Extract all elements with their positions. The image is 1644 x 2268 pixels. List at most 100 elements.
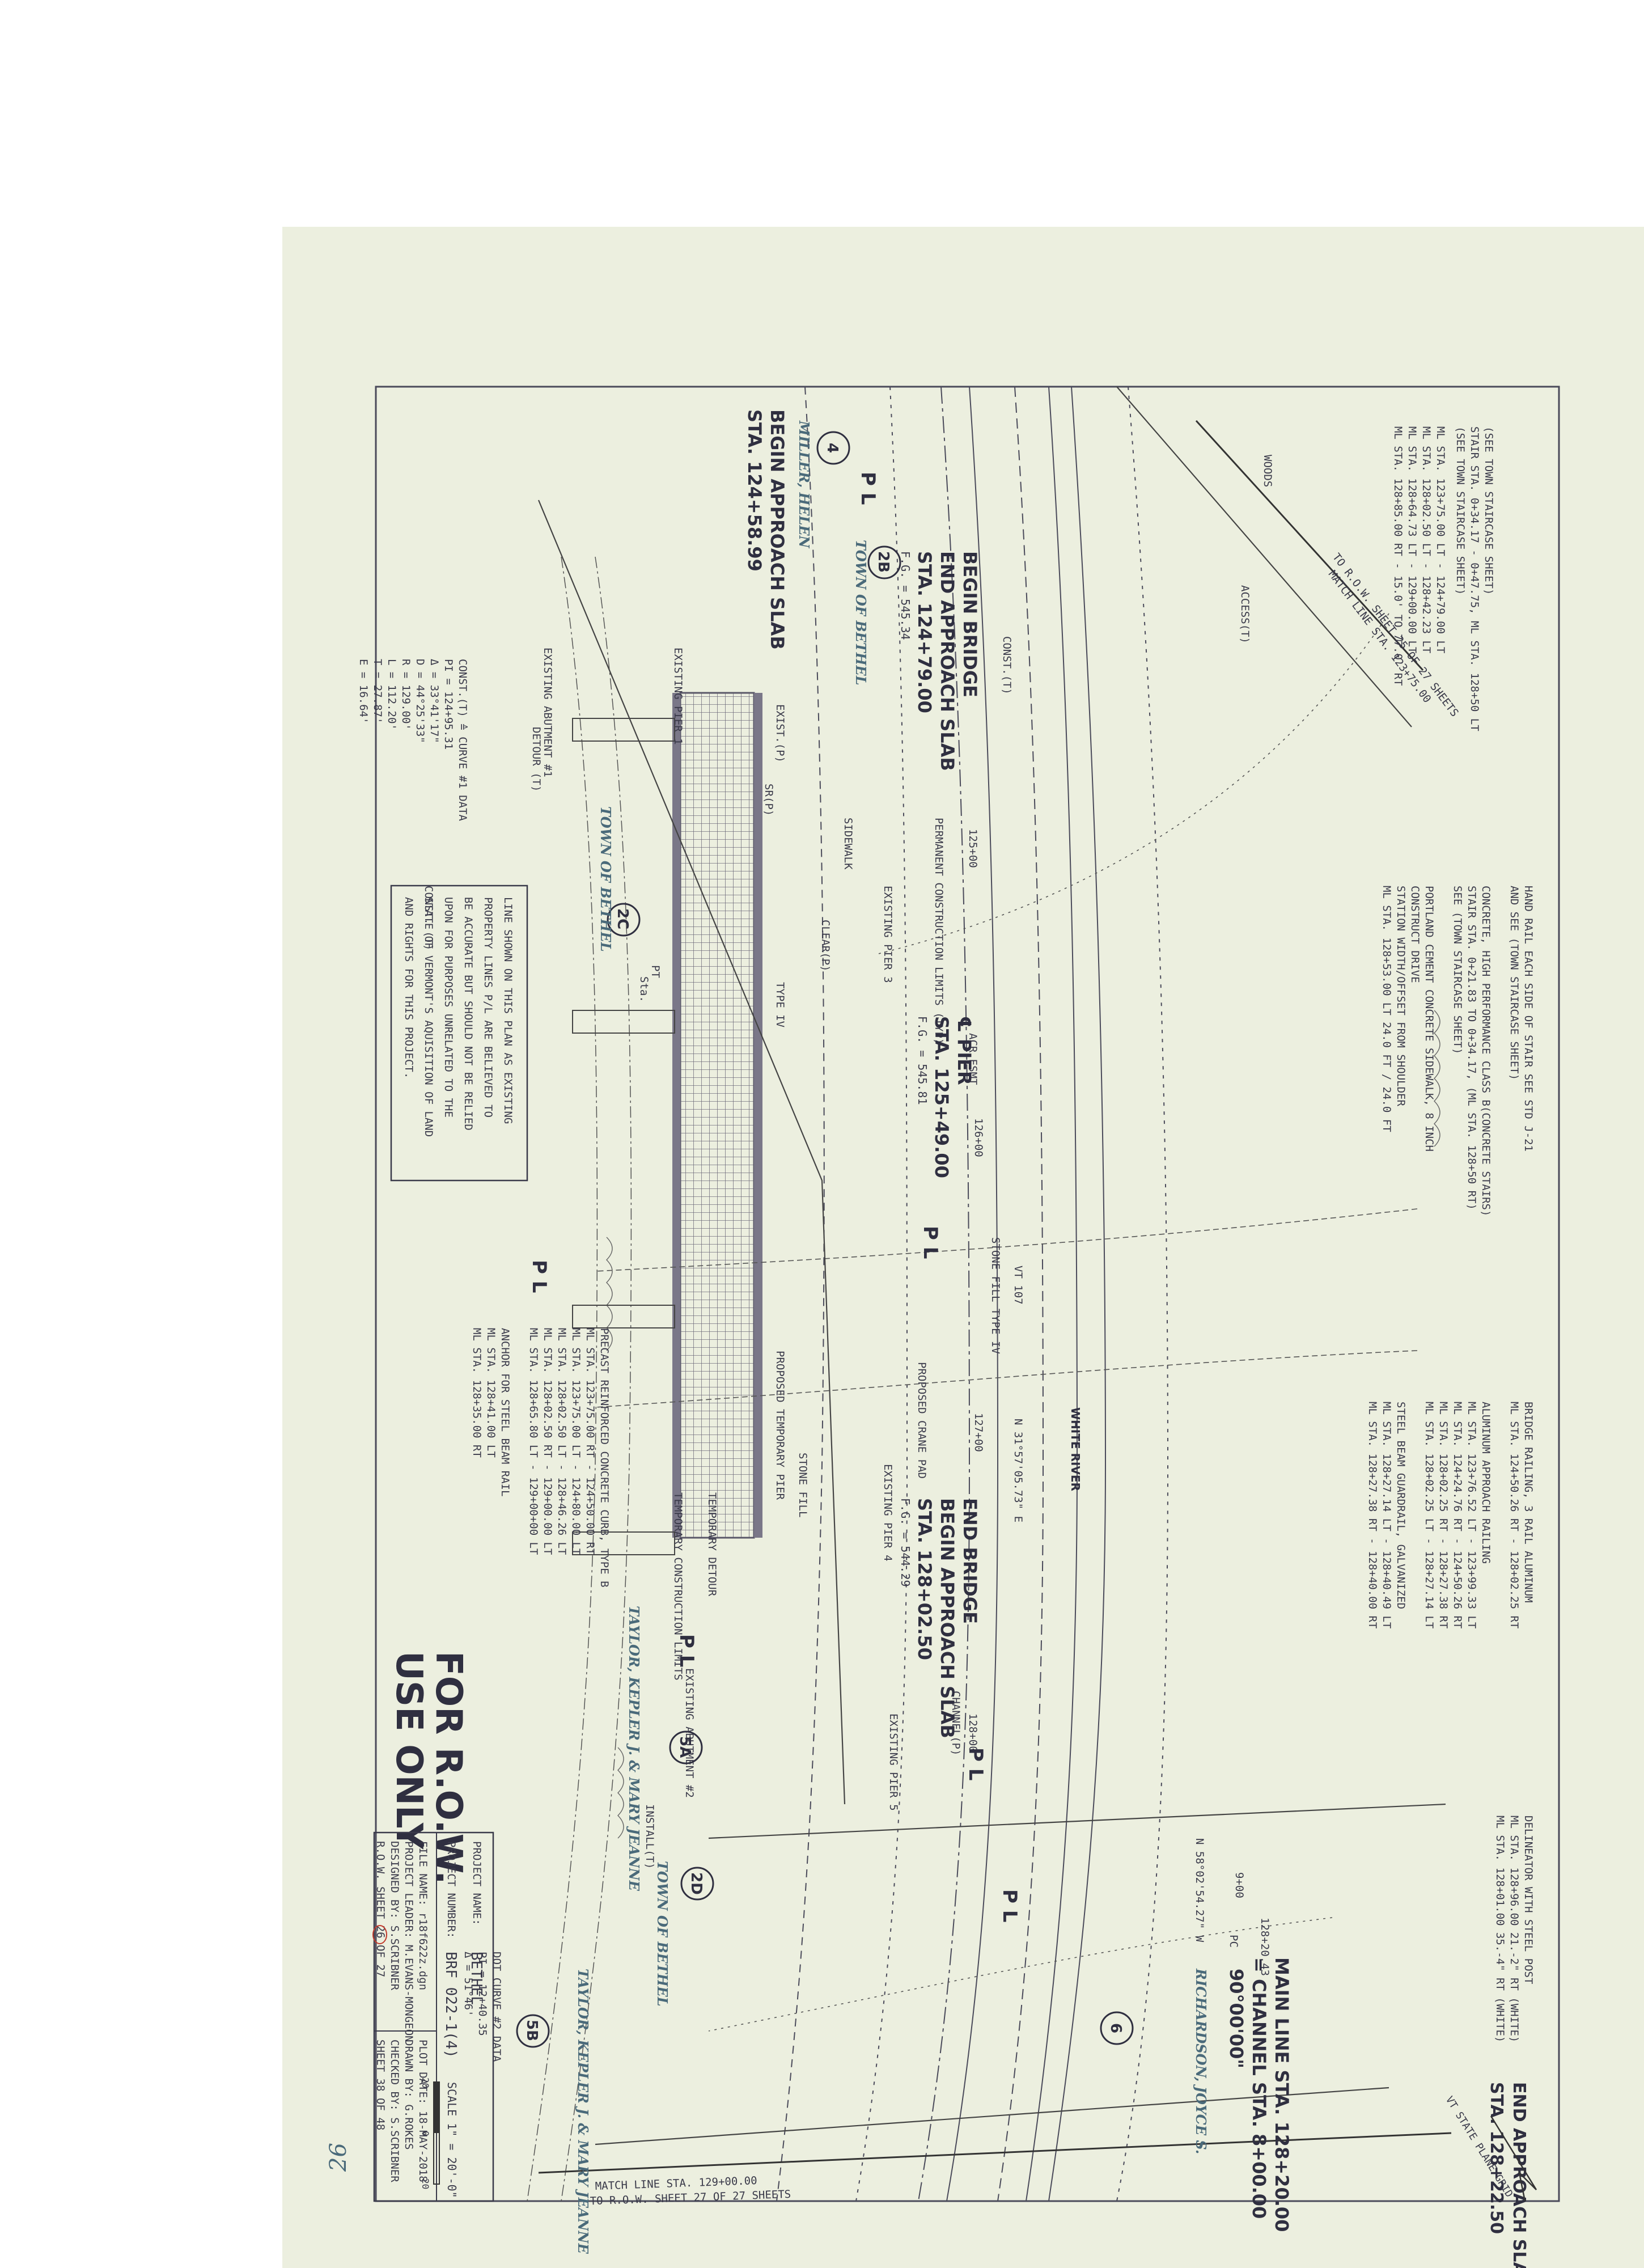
project-name-label: PROJECT NAME: (471, 1841, 483, 1926)
svg-text:E = 16.64': E = 16.64' (357, 659, 370, 723)
feature-abutment-1: EXISTING ABUTMENT #1 (541, 648, 554, 777)
feature-const: CONST.(T) (1001, 636, 1013, 695)
svg-text:PORTLAND CEMENT CONCRETE SIDEW: PORTLAND CEMENT CONCRETE SIDEWALK, 8 INC… (1423, 886, 1435, 1152)
parcel-2c: 2C (614, 908, 631, 929)
svg-text:ML STA. 128+02.50 LT - 128+42.: ML STA. 128+02.50 LT - 128+42.23 LT (1420, 426, 1433, 653)
existing-piers (572, 718, 675, 1555)
note-bridge-railing: BRIDGE RAILING, 3 RAIL ALUMINUM ML STA. … (1366, 1402, 1535, 1628)
sheet-number: SHEET 38 OF 48 (374, 2039, 387, 2130)
svg-text:ML STA. 128+02.50 RT - 129+00.: ML STA. 128+02.50 RT - 129+00.00 LT (541, 1328, 554, 1555)
parcel-5a: 5A (676, 1736, 693, 1758)
svg-text:PI = 12+40.35: PI = 12+40.35 (476, 1952, 489, 2036)
pl-marker-4: P L (528, 1260, 550, 1293)
row-use-stamp: FOR R.O.W. USE ONLY (388, 1651, 469, 1884)
scale-bar: SCALE 1" = 20'-0" 20 0 20 (420, 2077, 459, 2198)
svg-text:ML STA. 128+65.80 LT - 129+00+: ML STA. 128+65.80 LT - 129+00+00 LT (527, 1328, 540, 1555)
svg-text:Δ = 33°41'17": Δ = 33°41'17" (428, 659, 440, 743)
project-leader: PROJECT LEADER: M.EVANS-MONGEON (402, 1841, 415, 2042)
scanned-plan-sheet: TO R.O.W. SHEET 25 OF 27 SHEETS MATCH LI… (282, 227, 1644, 2268)
feature-const-t: CONST. (T) (422, 886, 435, 950)
owner-richardson: RICHARDSON, JOYCE S. (1193, 1968, 1209, 2154)
svg-text:STA. 128+22.50: STA. 128+22.50 (1486, 2082, 1506, 2234)
svg-text:ML STA. 128+85.00 RT - 15.0' T: ML STA. 128+85.00 RT - 15.0' TO 77.0' RT (1392, 426, 1404, 686)
svg-text:BRIDGE RAILING, 3 RAIL ALUMINU: BRIDGE RAILING, 3 RAIL ALUMINUM (1522, 1402, 1535, 1603)
svg-text:END APPROACH SLAB: END APPROACH SLAB (1509, 2082, 1529, 2268)
svg-text:STAIR STA. 0+21.83 TO 0+34.17,: STAIR STA. 0+21.83 TO 0+34.17, (ML STA. … (1465, 886, 1478, 1210)
owner-taylor-2: TAYLOR, KEPLER J. & MARY JEANNE (575, 1969, 591, 2254)
feature-pt-sta: Sta. (638, 976, 650, 1002)
svg-text:AND SEE (TOWN STAIRCASE SHEET): AND SEE (TOWN STAIRCASE SHEET) (1508, 886, 1520, 1080)
svg-text:DELINEATOR WITH STEEL POST: DELINEATOR WITH STEEL POST (1522, 1816, 1535, 1984)
note-handrail: HAND RAIL EACH SIDE OF STAIR SEE STD J-2… (1380, 886, 1535, 1216)
svg-text:FOR R.O.W.: FOR R.O.W. (427, 1651, 469, 1884)
feature-channel: CHANNEL(P) (950, 1691, 962, 1755)
svg-text:F.G. = 545.34: F.G. = 545.34 (899, 551, 912, 640)
checked-by: CHECKED BY: S.SCRIBNER (388, 2039, 401, 2182)
svg-text:ML STA. 128+64.73 LT - 129+00.: ML STA. 128+64.73 LT - 129+00.00 LT (1406, 426, 1418, 653)
owner-town-bethel-3: TOWN OF BETHEL (654, 1861, 671, 2007)
svg-text:R = 129.00': R = 129.00' (400, 659, 412, 730)
designed-by: DESIGNED BY: S.SCRIBNER (388, 1841, 401, 1991)
svg-text:20: 20 (420, 2077, 431, 2088)
svg-text:UPON FOR PURPOSES UNRELATED TO: UPON FOR PURPOSES UNRELATED TO THE (442, 897, 455, 1118)
svg-text:CONCRETE, HIGH PERFORMANCE CLA: CONCRETE, HIGH PERFORMANCE CLASS B(CONCR… (1480, 886, 1492, 1216)
svg-text:ML STA. 128+01.00 35.-4" RT (W: ML STA. 128+01.00 35.-4" RT (WHITE) (1494, 1816, 1506, 2042)
parcel-2d: 2D (688, 1872, 705, 1895)
svg-text:Δ = 51°46': Δ = 51°46' (462, 1952, 474, 2016)
feature-pt: PT (649, 965, 662, 978)
svg-text:USE ONLY: USE ONLY (388, 1651, 430, 1850)
svg-text:STATION WIDTH/: STATION WIDTH/OFFSET FROM SHOULDER (1395, 886, 1407, 1106)
feature-stone-fill-type-iv: STONE FILL TYPE IV (989, 1237, 1002, 1354)
feature-acr-esmt: ACR ESMT (967, 1033, 979, 1085)
bearing-label-2: N 58°02'54.27" W (1193, 1838, 1206, 1943)
svg-text:END APPROACH SLAB: END APPROACH SLAB (937, 551, 958, 771)
svg-text:ML STA. 128+02.25 LT - 128+27.: ML STA. 128+02.25 LT - 128+27.14 LT (1423, 1402, 1435, 1628)
begin-bridge-callout: BEGIN BRIDGE END APPROACH SLAB STA. 124+… (899, 551, 981, 771)
svg-text:STA. 128+02.50: STA. 128+02.50 (914, 1498, 935, 1660)
project-number-label: PROJECT NUMBER: (445, 1841, 457, 1939)
row-sheet: R.O.W. SHEET 26 OF 27 (374, 1841, 387, 1977)
parcel-6: 6 (1107, 2023, 1124, 2033)
property-lines (537, 386, 1446, 2146)
owner-town-bethel-1: TOWN OF BETHEL (853, 540, 869, 686)
feature-temp-limits: TEMPORARY CONSTRUCTION LIMITS (672, 1492, 684, 1681)
pc-label: PC (1227, 1935, 1240, 1948)
svg-text:STEEL BEAM GUARDRAIL, GALVANIZ: STEEL BEAM GUARDRAIL, GALVANIZED (1395, 1402, 1407, 1609)
feature-sr: SR(P) (762, 784, 775, 816)
svg-text:LINE SHOWN ON THIS PLAN AS EXI: LINE SHOWN ON THIS PLAN AS EXISTING (502, 897, 514, 1124)
pl-marker-6: P L (675, 1634, 698, 1667)
plot-date: PLOT DATE: 18-MAY-2018 (417, 2039, 429, 2182)
note-curb: PRECAST REINFORCED CONCRETE CURB, TYPE B… (471, 1328, 611, 1588)
parcel-markers: 4 2B 2C 5A 2D 5B 6 (516, 431, 1134, 2048)
svg-text:(SEE TOWN STAIRCASE SHEET): (SEE TOWN STAIRCASE SHEET) (1482, 426, 1495, 595)
svg-text:STATE OF VERMONT'S AQUISITION: STATE OF VERMONT'S AQUISITION OF LAND (422, 897, 435, 1137)
feature-exist: EXIST.(P) (774, 704, 786, 763)
svg-text:PROPERTY LINES P/L ARE BELIEVE: PROPERTY LINES P/L ARE BELIEVED TO (482, 897, 494, 1118)
svg-text:ML STA. 128+41.00 LT: ML STA. 128+41.00 LT (485, 1328, 497, 1458)
feature-detour: DETOUR (T) (530, 727, 543, 792)
svg-text:ML STA. 123+75.00 RT - 124+50.: ML STA. 123+75.00 RT - 124+50.00 RT (584, 1328, 596, 1555)
svg-text:ML STA. 128+27.14 LT - 128+40.: ML STA. 128+27.14 LT - 128+40.49 LT (1380, 1402, 1393, 1628)
page-number: 26 (325, 2143, 351, 2172)
svg-text:SCALE 1" = 20'-0": SCALE 1" = 20'-0" (445, 2082, 459, 2198)
svg-text:℄ PIER: ℄ PIER (954, 1016, 975, 1085)
feature-temp-detour: TEMPORARY DETOUR (706, 1492, 718, 1597)
svg-text:MAIN LINE STA. 128+20.00: MAIN LINE STA. 128+20.00 (1271, 1957, 1293, 2232)
white-river-label: WHITE RIVER (1069, 1407, 1082, 1491)
svg-text:ML STA. 128+02.25 RT - 128+27.: ML STA. 128+02.25 RT - 128+27.38 RT (1437, 1402, 1450, 1628)
svg-text:ML STA. 123+75.00 LT - 124+80.: ML STA. 123+75.00 LT - 124+80.00 LT (570, 1328, 582, 1555)
pier-callout: ℄ PIER STA. 125+49.00 F.G. = 545.81 (916, 1016, 975, 1178)
svg-text:ML STA. 123+76.52 LT - 123+99.: ML STA. 123+76.52 LT - 123+99.33 LT (1465, 1402, 1478, 1628)
svg-text:BEGIN BRIDGE: BEGIN BRIDGE (959, 551, 981, 697)
channel-station-9: 9+00 (1233, 1872, 1245, 1898)
svg-text:ML STA. 128+96.00 21.-2" RT (W: ML STA. 128+96.00 21.-2" RT (WHITE) (1508, 1816, 1520, 2042)
feature-clear: CLEAR(P) (819, 920, 832, 972)
svg-text:ALUMINUM APPROACH RAILING: ALUMINUM APPROACH RAILING (1480, 1402, 1492, 1564)
feature-access: ACCESS(T) (1239, 585, 1251, 644)
svg-text:PI = 124+95.31: PI = 124+95.31 (442, 659, 455, 750)
property-line-note-box: LINE SHOWN ON THIS PLAN AS EXISTING PROP… (390, 885, 528, 1182)
pl-marker-5: P L (998, 1889, 1021, 1922)
owner-taylor-1: TAYLOR, KEPLER J. & MARY JEANNE (626, 1606, 642, 1891)
svg-text:ML STA. 128+35.00 RT: ML STA. 128+35.00 RT (471, 1328, 483, 1458)
project-name: BETHEL (468, 1952, 485, 2005)
